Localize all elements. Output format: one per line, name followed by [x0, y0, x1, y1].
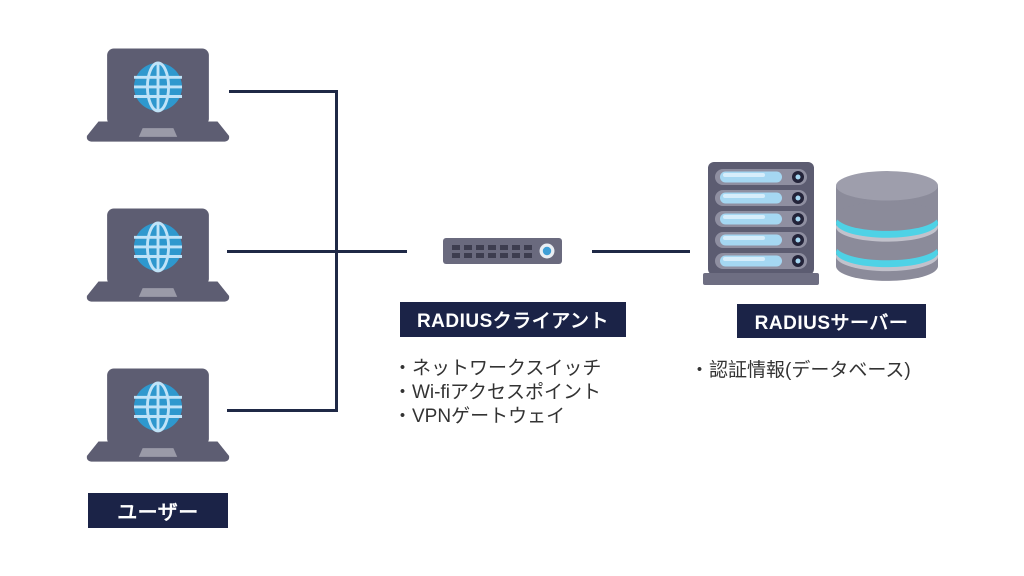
radius-client-label: RADIUSクライアント	[400, 302, 626, 337]
radius-client-notes: ・ネットワークスイッチ ・Wi-fiアクセスポイント ・VPNゲートウェイ	[393, 357, 601, 429]
server-rack-icon	[703, 162, 819, 285]
note-item: ・ネットワークスイッチ	[393, 358, 602, 379]
users-label: ユーザー	[88, 493, 228, 528]
radius-server-notes: ・認証情報(データベース)	[690, 359, 911, 383]
radius-server-label: RADIUSサーバー	[737, 304, 926, 338]
note-item: ・Wi-fiアクセスポイント	[393, 382, 602, 403]
connector-bus-vertical	[335, 90, 338, 412]
connector-laptop1-to-bus	[229, 90, 337, 93]
connector-laptop2-to-switch	[227, 250, 407, 253]
note-item: ・認証情報(データベース)	[690, 360, 911, 381]
database-icon	[836, 171, 938, 281]
network-switch-icon	[443, 238, 562, 264]
laptop-globe-icon	[86, 368, 230, 465]
note-item: ・VPNゲートウェイ	[393, 406, 566, 427]
laptop-globe-icon	[86, 48, 230, 145]
connector-laptop3-to-bus	[227, 409, 337, 412]
laptop-globe-icon	[86, 208, 230, 305]
connector-switch-to-server	[592, 250, 690, 253]
